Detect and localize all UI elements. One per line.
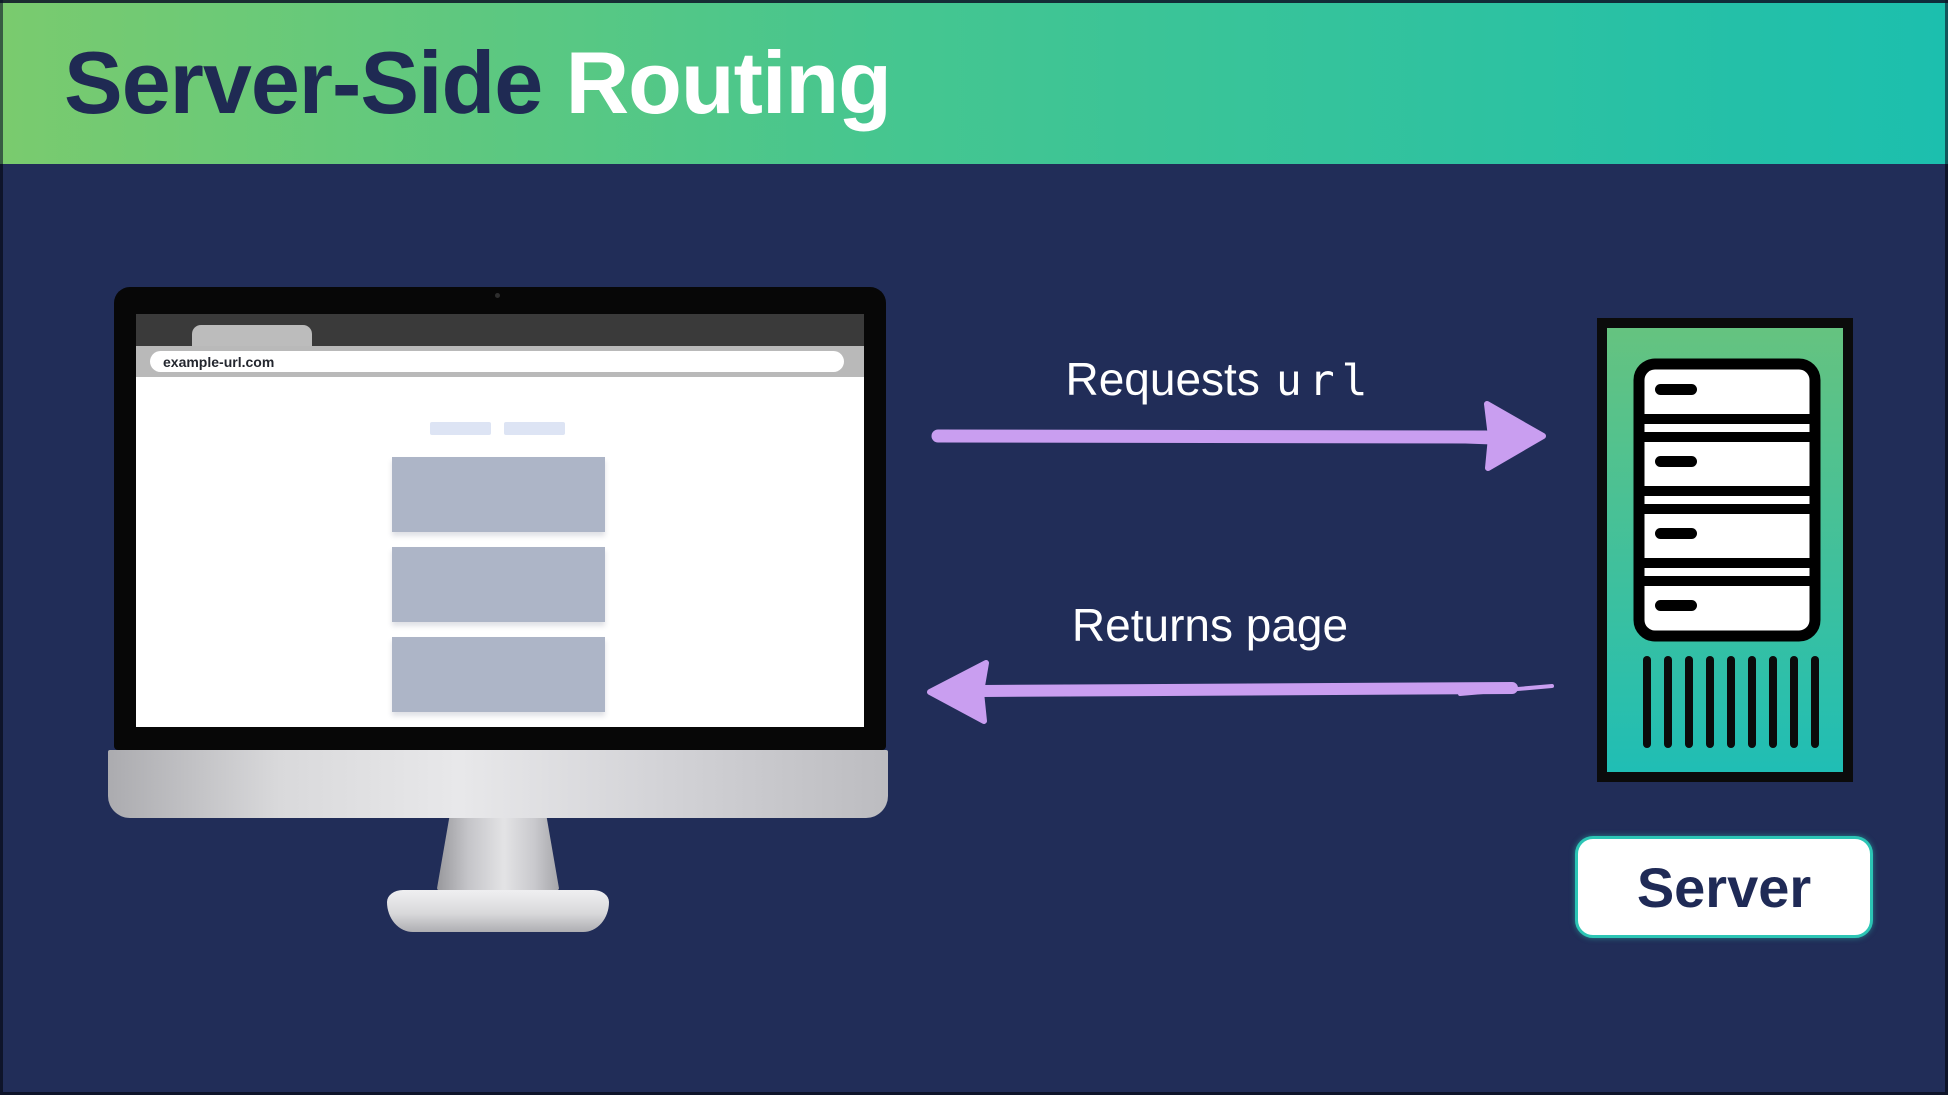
server-icon (1597, 318, 1853, 782)
monitor-stand-neck (437, 818, 559, 898)
monitor-chin (108, 750, 888, 818)
webpage-content (136, 377, 864, 727)
nav-link-placeholder (430, 422, 491, 435)
webcam-dot (495, 293, 500, 298)
browser-tab (192, 325, 312, 346)
content-block-placeholder (392, 547, 605, 622)
title-dark-part: Server-Side (64, 33, 543, 132)
url-text: example-url.com (163, 353, 275, 370)
server-label-text: Server (1636, 855, 1812, 919)
url-field: example-url.com (150, 351, 844, 372)
return-flow-label: Returns page (1071, 599, 1349, 651)
monitor-stand-base (387, 890, 609, 932)
nav-link-placeholder (504, 422, 565, 435)
title-light-part: Routing (565, 33, 892, 132)
browser-url-bar: example-url.com (136, 346, 864, 377)
page-title: Server-Side Routing (64, 8, 892, 158)
left-arrow-icon (927, 660, 1554, 724)
right-arrow-icon (931, 401, 1546, 471)
monitor-screen: example-url.com (136, 314, 864, 727)
header-banner: Server-Side Routing (0, 0, 1948, 164)
server-label-badge: Server (1575, 836, 1873, 938)
content-block-placeholder (392, 457, 605, 532)
request-url-mono-text: url (1275, 356, 1375, 406)
content-block-placeholder (392, 637, 605, 712)
browser-chrome-bar (136, 314, 864, 346)
